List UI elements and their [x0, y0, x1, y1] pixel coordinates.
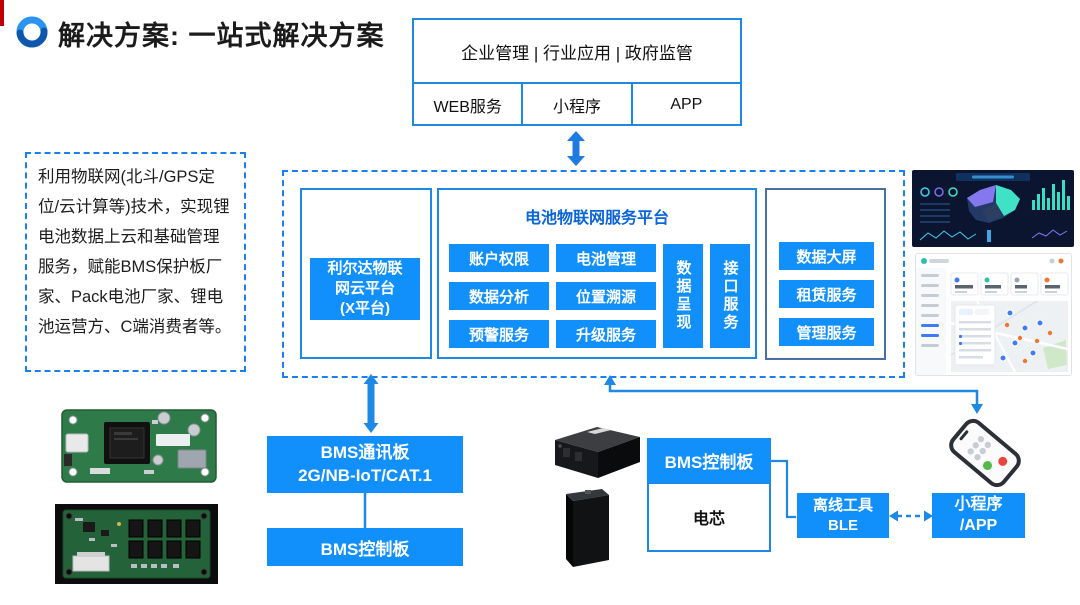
service-item: 数据分析: [449, 282, 549, 310]
service-item: 账户权限: [449, 244, 549, 272]
application-channels-row: WEB服务 小程序 APP: [414, 82, 740, 126]
battery-pack-and-cell-photos: [555, 427, 640, 567]
service-platform-title: 电池物联网服务平台: [524, 210, 669, 227]
bms-control-board-label: BMS控制板: [267, 528, 463, 566]
company-ring-logo-icon: [16, 16, 48, 48]
service-item: 预警服务: [449, 320, 549, 348]
double-arrow-top: [567, 131, 585, 166]
service-item: 数据大屏: [779, 242, 874, 270]
double-arrow-comm: [363, 374, 379, 433]
offline-tool-ble-label: 离线工具 BLE: [797, 493, 889, 538]
battery-cell-label: 电芯: [647, 482, 771, 552]
page-title: 解决方案: 一站式解决方案: [58, 21, 385, 51]
service-item: 电池管理: [556, 244, 656, 272]
battery-cell-photo: [566, 489, 609, 567]
service-item-vertical: 数据呈现: [663, 244, 703, 348]
channel-app: APP: [630, 84, 740, 126]
battery-management-console-screenshot: [915, 253, 1072, 376]
pack-control-board-label: BMS控制板: [647, 438, 771, 482]
channel-miniprogram: 小程序: [521, 84, 630, 126]
application-layer-box: 企业管理 | 行业应用 | 政府监管 WEB服务 小程序 APP: [412, 18, 742, 126]
red-accent-bar: [0, 0, 4, 26]
smartphone-illustration: [949, 418, 1021, 488]
service-item: 位置溯源: [556, 282, 656, 310]
value-added-services-box: 数据大屏 租赁服务 管理服务: [765, 188, 886, 360]
miniprogram-app-label: 小程序 /APP: [932, 493, 1025, 538]
service-item: 升级服务: [556, 320, 656, 348]
iot-big-data-dashboard-screenshot: [912, 170, 1074, 247]
application-header: 企业管理 | 行业应用 | 政府监管: [461, 43, 693, 63]
bms-comm-board-label: BMS通讯板 2G/NB-IoT/CAT.1: [267, 436, 463, 493]
x-platform-label: 利尔达物联 网云平台 (X平台): [310, 258, 420, 320]
battery-pack-photo: [555, 427, 640, 478]
pack-control-box: BMS控制板 电芯: [647, 438, 771, 552]
service-item: 租赁服务: [779, 280, 874, 308]
bms-control-board-photo: [55, 504, 218, 584]
channel-web: WEB服务: [433, 99, 502, 116]
battery-iot-service-platform-box: 电池物联网服务平台 账户权限 数据分析 预警服务 电池管理 位置溯源 升级服务 …: [437, 188, 757, 359]
service-item: 管理服务: [779, 318, 874, 346]
solution-description-note: 利用物联网(北斗/GPS定位/云计算等)技术，实现锂电池数据上云和基础管理服务，…: [25, 152, 246, 372]
service-item-vertical: 接口服务: [710, 244, 750, 348]
bms-comm-board-photo: [61, 409, 217, 483]
cloud-platform-container: [282, 170, 905, 378]
